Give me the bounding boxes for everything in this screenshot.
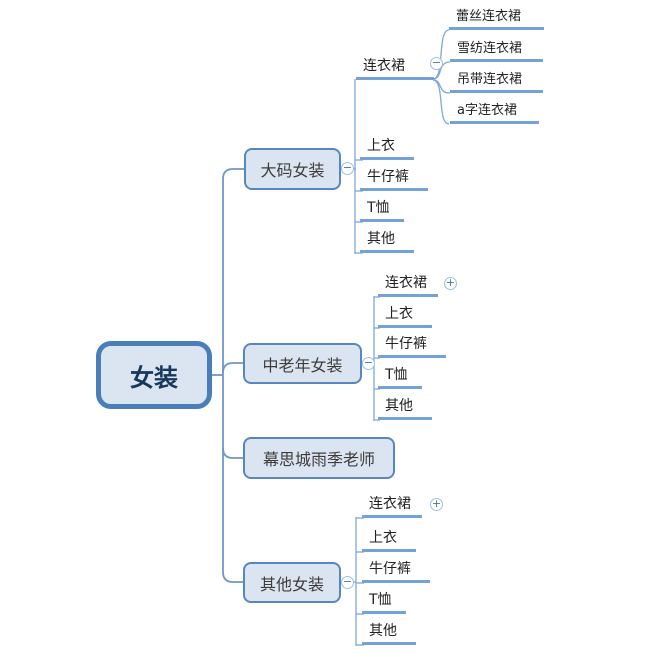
subtopic-other-other[interactable]: 其他 xyxy=(362,621,416,645)
subtopic-tshirt-other[interactable]: T恤 xyxy=(362,590,406,614)
subtopic-other-middle-aged[interactable]: 其他 xyxy=(378,396,432,420)
subtopic-dress-middle-aged[interactable]: 连衣裙 xyxy=(378,273,438,297)
subtopic-jeans-middle-aged[interactable]: 牛仔裤 xyxy=(378,334,446,358)
main-topic-middle-aged[interactable]: 中老年女装 xyxy=(243,343,362,384)
subtopic-dress-plus-size[interactable]: 连衣裙 xyxy=(356,56,434,80)
subtopic-aline-dress[interactable]: a字连衣裙 xyxy=(450,100,539,124)
subtopic-lace-dress[interactable]: 蕾丝连衣裙 xyxy=(449,6,544,30)
subtopic-other-plus-size[interactable]: 其他 xyxy=(360,229,414,253)
subtopic-tops-plus-size[interactable]: 上衣 xyxy=(360,136,414,160)
subtopic-dress-other[interactable]: 连衣裙 xyxy=(362,494,422,518)
subtopic-jeans-plus-size[interactable]: 牛仔裤 xyxy=(360,167,428,191)
collapse-toggle-plus-size[interactable]: − xyxy=(341,161,354,175)
collapse-toggle-middle-aged[interactable]: − xyxy=(362,356,375,370)
main-topic-plus-size[interactable]: 大码女装 xyxy=(244,148,341,190)
collapse-toggle-other-women[interactable]: − xyxy=(341,575,354,589)
subtopic-slip-dress[interactable]: 吊带连衣裙 xyxy=(450,69,543,93)
subtopic-tshirt-middle-aged[interactable]: T恤 xyxy=(378,365,422,389)
main-topic-musicheng-teacher[interactable]: 幕思城雨季老师 xyxy=(243,437,395,479)
subtopic-chiffon-dress[interactable]: 雪纺连衣裙 xyxy=(450,38,543,62)
subtopic-tshirt-plus-size[interactable]: T恤 xyxy=(360,198,404,222)
collapse-toggle-dress-plus-size[interactable]: − xyxy=(430,56,443,70)
subtopic-jeans-other[interactable]: 牛仔裤 xyxy=(362,559,430,583)
expand-toggle-dress-middle-aged[interactable]: + xyxy=(444,276,457,290)
expand-toggle-dress-other[interactable]: + xyxy=(430,497,443,511)
subtopic-tops-middle-aged[interactable]: 上衣 xyxy=(378,304,432,328)
root-topic-women-clothing[interactable]: 女装 xyxy=(96,341,212,409)
main-topic-other-women[interactable]: 其他女装 xyxy=(243,562,341,603)
subtopic-tops-other[interactable]: 上衣 xyxy=(362,528,416,552)
